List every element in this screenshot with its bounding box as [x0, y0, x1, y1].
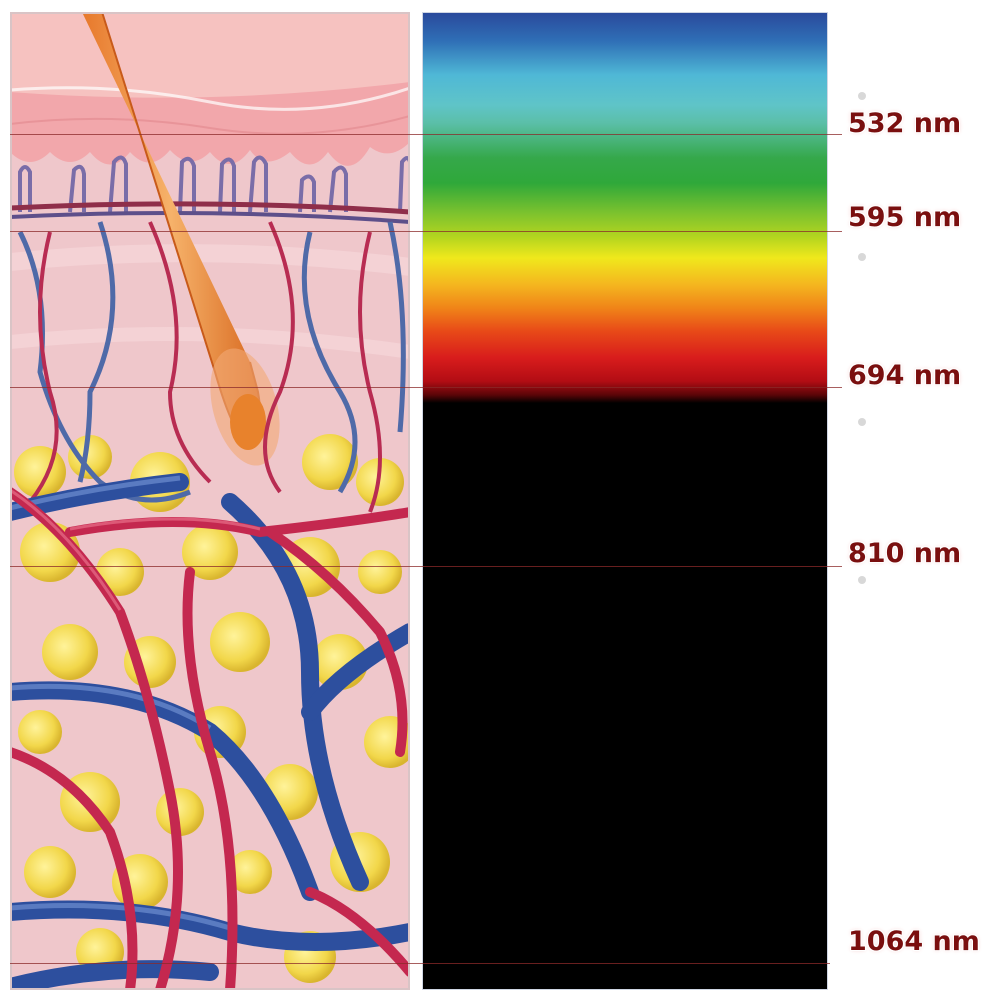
depth-line-532 — [10, 134, 842, 135]
marker-dot — [858, 92, 866, 100]
marker-dot — [858, 253, 866, 261]
marker-dot — [858, 576, 866, 584]
depth-line-595 — [10, 231, 842, 232]
light-spectrum-bar — [422, 12, 828, 990]
wavelength-label-1064: 1064 nm — [848, 926, 980, 957]
depth-line-810 — [10, 566, 842, 567]
depth-line-1064 — [10, 963, 830, 964]
marker-dot — [858, 418, 866, 426]
wavelength-label-810: 810 nm — [848, 538, 961, 569]
wavelength-label-694: 694 nm — [848, 360, 961, 391]
wavelength-label-595: 595 nm — [848, 202, 961, 233]
depth-line-694 — [10, 387, 842, 388]
wavelength-label-532: 532 nm — [848, 108, 961, 139]
skin-cross-section-illustration — [10, 12, 410, 990]
